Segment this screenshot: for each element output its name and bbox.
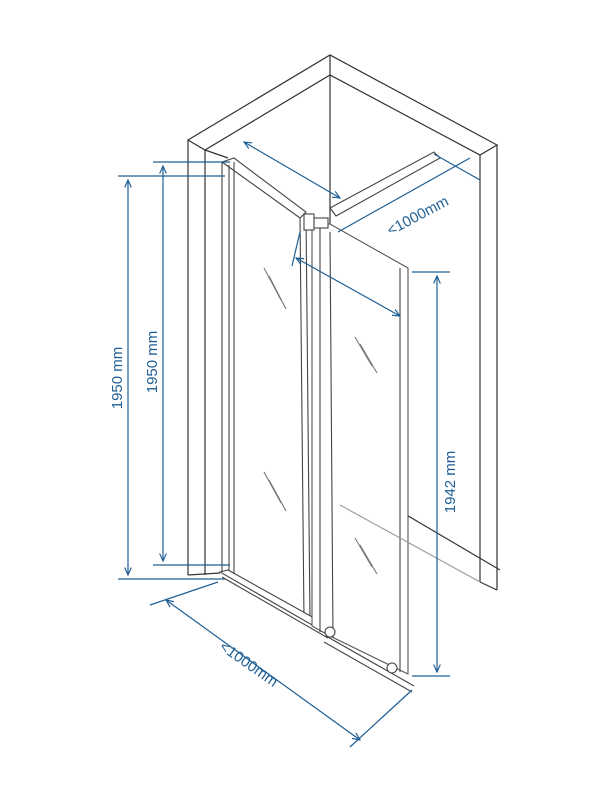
dimension-lines (118, 142, 481, 748)
height-panel-label: 1942 mm (442, 451, 459, 514)
height-outer-label: 1950 mm (109, 347, 126, 410)
height-inner-label: 1950 mm (144, 331, 161, 394)
width-bottom-label: <1000mm (216, 638, 281, 690)
wall-corner (186, 54, 501, 591)
